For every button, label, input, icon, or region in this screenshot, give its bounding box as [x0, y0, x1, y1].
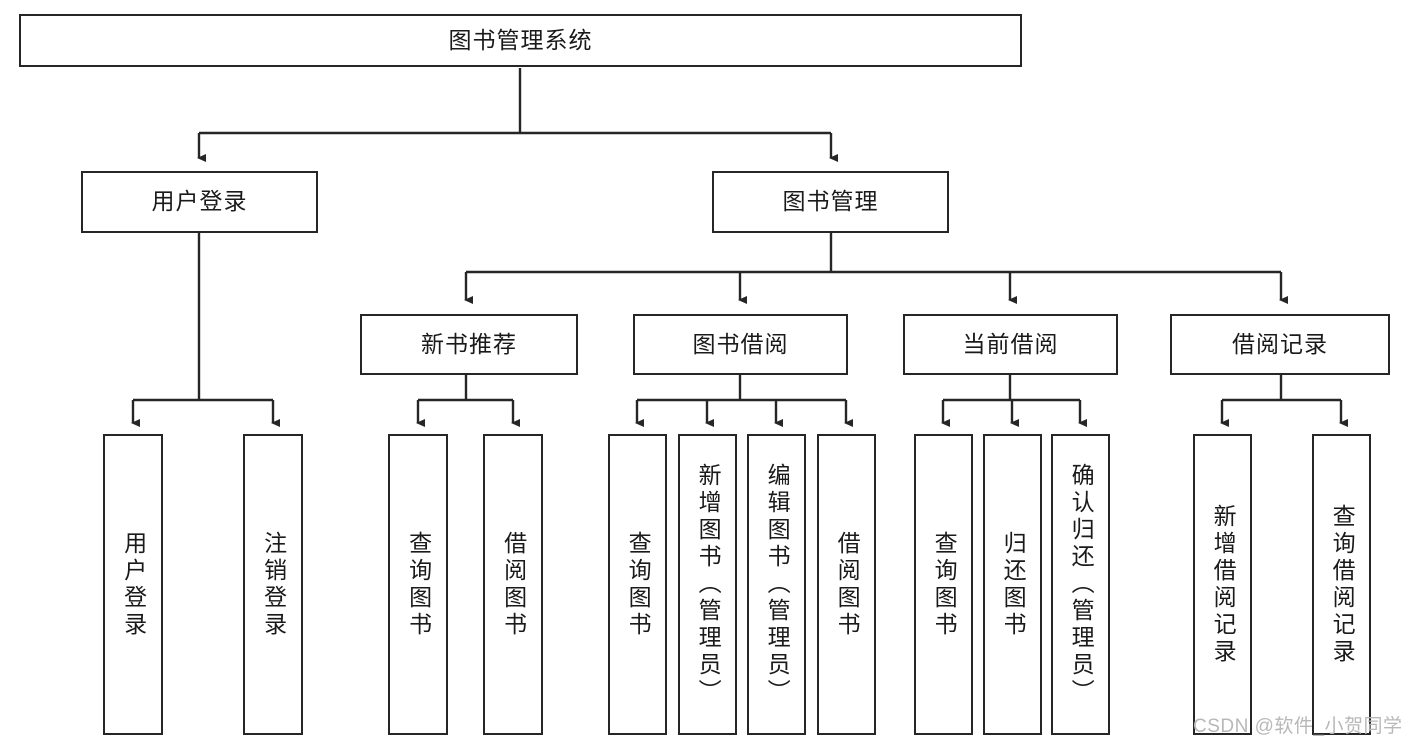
leaf-new-book-query[interactable]: 查询图书 — [388, 434, 448, 735]
leaf-current-confirm-return-admin[interactable]: 确认归还（管理员） — [1051, 434, 1110, 735]
leaf-record-add-borrow-record[interactable]: 新增借阅记录 — [1193, 434, 1252, 735]
node-label: 当前借阅 — [962, 330, 1059, 357]
node-label: 借阅图书 — [500, 530, 527, 639]
node-new-book-recommend[interactable]: 新书推荐 — [360, 314, 578, 375]
node-borrow-record[interactable]: 借阅记录 — [1170, 314, 1390, 375]
leaf-user-login-login[interactable]: 用户登录 — [103, 434, 163, 735]
node-label: 图书管理系统 — [448, 26, 593, 53]
node-label: 用户登录 — [151, 188, 248, 215]
node-label: 图书借阅 — [692, 330, 789, 357]
leaf-borrow-borrow-book[interactable]: 借阅图书 — [817, 434, 876, 735]
node-label: 借阅记录 — [1232, 330, 1328, 357]
node-label: 编辑图书（管理员） — [764, 463, 791, 706]
node-book-borrow[interactable]: 图书借阅 — [633, 314, 848, 375]
node-label: 借阅图书 — [834, 530, 861, 639]
node-label: 查询图书 — [405, 530, 432, 639]
node-label: 查询图书 — [625, 530, 652, 639]
node-label: 确认归还（管理员） — [1068, 463, 1095, 706]
node-label: 用户登录 — [120, 530, 147, 639]
node-user-login[interactable]: 用户登录 — [81, 171, 318, 233]
node-book-management[interactable]: 图书管理 — [712, 171, 949, 233]
leaf-user-login-logout[interactable]: 注销登录 — [243, 434, 303, 735]
node-current-borrow[interactable]: 当前借阅 — [903, 314, 1118, 375]
node-label: 注销登录 — [260, 530, 287, 639]
csdn-watermark: CSDN @软件_小贺同学 — [1193, 716, 1403, 737]
node-label: 新增借阅记录 — [1210, 503, 1237, 666]
node-label: 归还图书 — [1000, 530, 1027, 639]
node-label: 图书管理 — [782, 188, 879, 215]
leaf-borrow-edit-book-admin[interactable]: 编辑图书（管理员） — [747, 434, 806, 735]
node-label: 新增图书（管理员） — [695, 463, 722, 706]
leaf-borrow-add-book-admin[interactable]: 新增图书（管理员） — [678, 434, 737, 735]
leaf-current-query-book[interactable]: 查询图书 — [914, 434, 973, 735]
node-label: 查询借阅记录 — [1329, 503, 1356, 666]
node-label: 新书推荐 — [421, 330, 517, 357]
node-label: 查询图书 — [931, 530, 958, 639]
leaf-new-book-borrow[interactable]: 借阅图书 — [483, 434, 543, 735]
leaf-current-return-book[interactable]: 归还图书 — [983, 434, 1042, 735]
node-root-book-management-system[interactable]: 图书管理系统 — [19, 14, 1022, 67]
leaf-borrow-query-book[interactable]: 查询图书 — [608, 434, 667, 735]
leaf-record-query-borrow-record[interactable]: 查询借阅记录 — [1312, 434, 1371, 735]
